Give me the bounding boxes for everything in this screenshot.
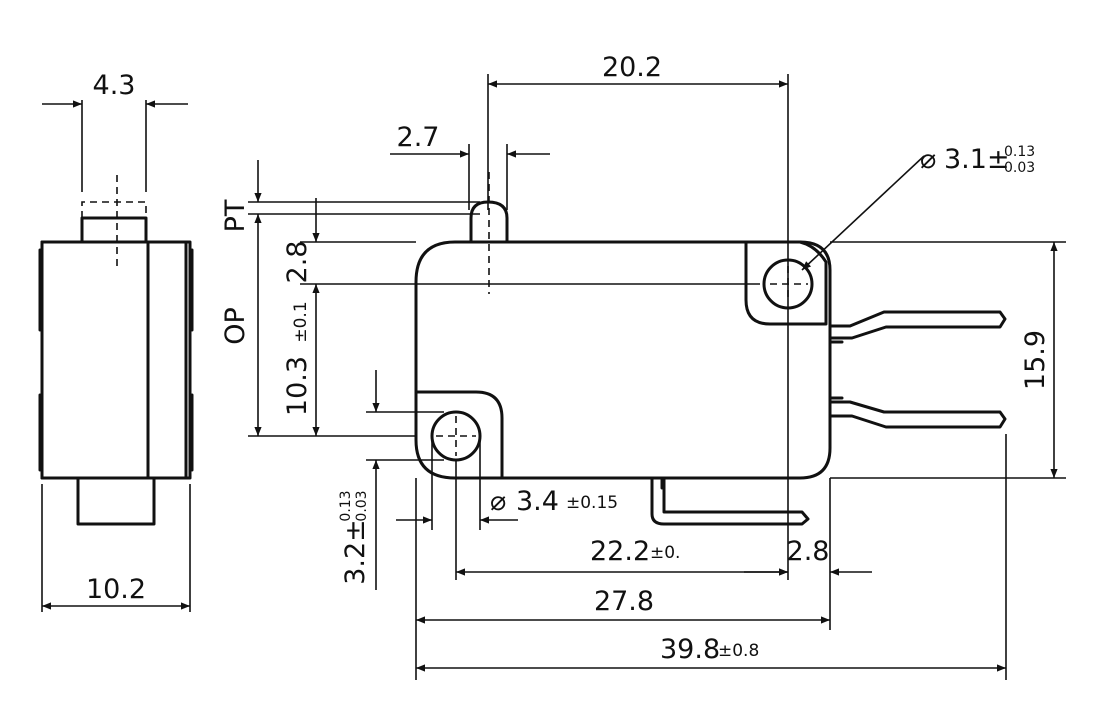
dim-total-length: 39.8 (660, 634, 720, 665)
side-view: 4.3 10.2 (38, 70, 194, 612)
side-view-actuator (80, 216, 148, 244)
dim-span-22-2: 22.2 (590, 536, 650, 567)
dim-hole-offset-tol-upper: 0.13 (338, 490, 354, 521)
dim-mount-hole-top-tol-lower: 0.03 (1004, 160, 1035, 176)
dim-op-value: 10.3 (282, 356, 313, 416)
dim-height-15-9: 15.9 (1020, 330, 1051, 390)
front-view (414, 172, 1007, 526)
dim-mount-hole-bottom-symbol: ⌀ (490, 486, 506, 517)
dim-mount-hole-top-symbol: ⌀ (920, 144, 936, 175)
dim-pt-label: PT (220, 199, 251, 232)
mount-boss-top (744, 240, 828, 326)
side-view-body (40, 240, 192, 480)
dim-mount-hole-bottom: 3.4 (516, 486, 559, 517)
dim-op-label: OP (220, 307, 251, 345)
dim-total-length-tol: ±0.8 (718, 641, 759, 661)
mount-boss-bottom (414, 390, 504, 480)
dim-mount-hole-top: 3.1± (944, 144, 1010, 175)
dim-mount-hole-top-tol-upper: 0.13 (1004, 144, 1035, 160)
dim-hole-offset: 3.2± (340, 519, 371, 585)
side-view-terminal (76, 476, 156, 526)
switch-body (414, 240, 832, 480)
dim-top-width: 4.3 (93, 70, 136, 101)
dim-actuator-width: 2.7 (397, 122, 440, 153)
dim-span-27-8: 27.8 (594, 586, 654, 617)
terminal-upper (828, 310, 1007, 340)
dim-op-tol: ±0.1 (291, 301, 311, 342)
terminal-bottom (650, 476, 810, 526)
dim-span-22-2-tol: ±0. (650, 543, 680, 563)
dim-bottom-width: 10.2 (86, 574, 146, 605)
dimensions: 20.2 2.7 ⌀ 3.1± 0.13 0.03 PT 2.8 OP 10.3… (220, 52, 1066, 680)
terminal-middle (828, 400, 1007, 429)
dim-hole-offset-tol-lower: 0.03 (354, 490, 370, 521)
dim-right-offset-2-8: 2.8 (787, 536, 830, 567)
dim-mount-hole-bottom-tol: ±0.15 (566, 493, 618, 513)
dim-actuator-offset: 20.2 (602, 52, 662, 83)
dim-height-2-8: 2.8 (282, 241, 313, 284)
